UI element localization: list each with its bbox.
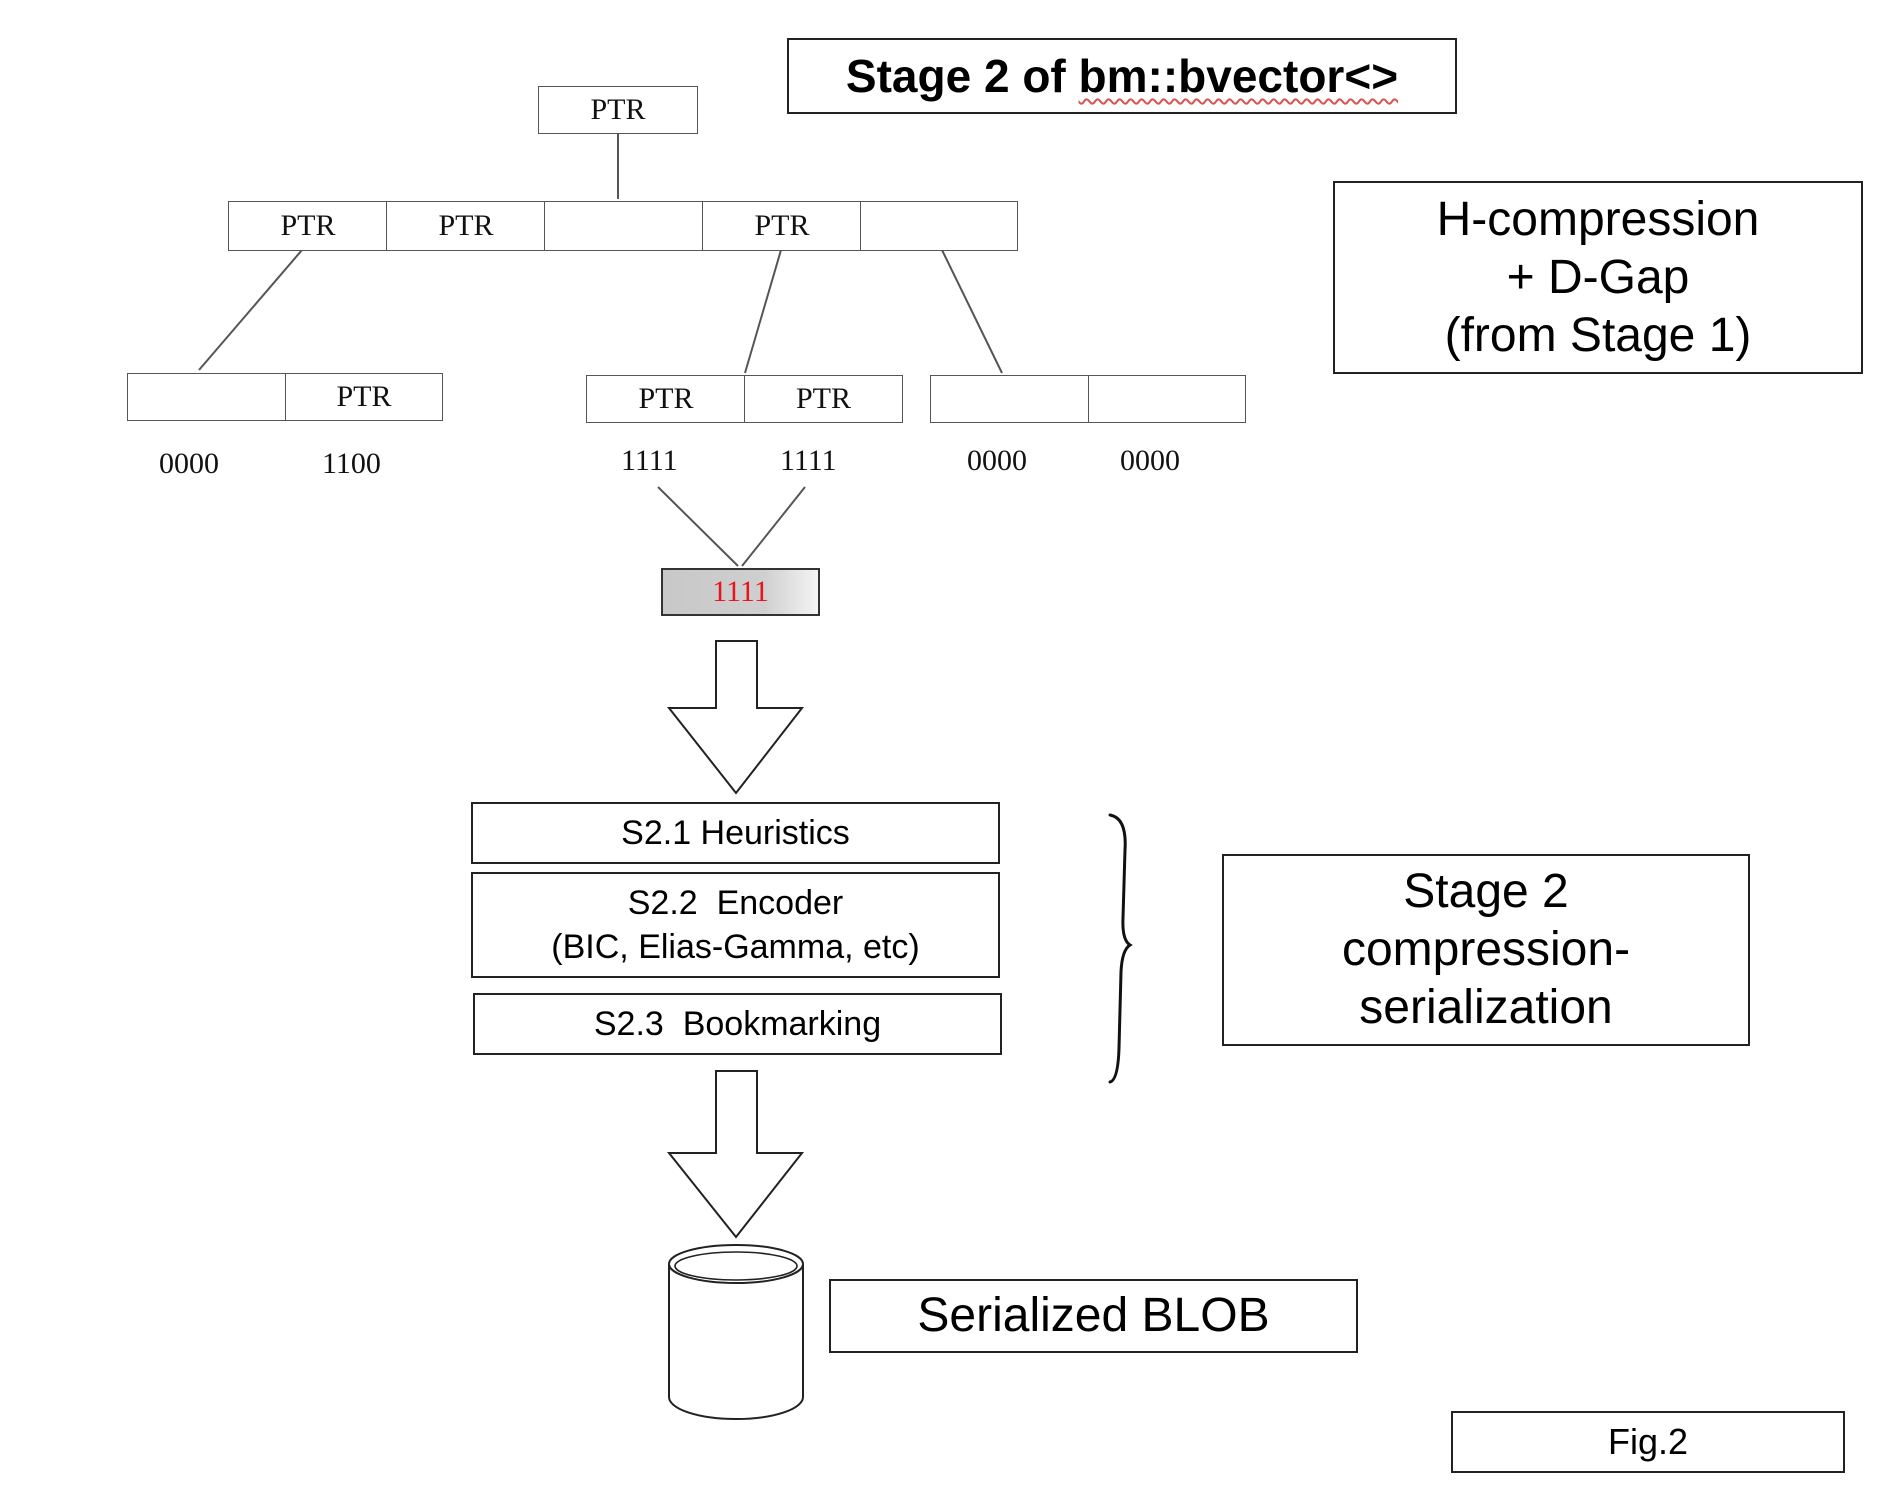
leaf-bit-value: 1111 bbox=[780, 444, 837, 477]
diagram-title-prefix: Stage 2 of bbox=[845, 50, 1079, 102]
down-arrow-2 bbox=[666, 1070, 805, 1239]
diagram-title-box: Stage 2 of bm::bvector<> bbox=[787, 38, 1457, 114]
edge-l1-leafgroup-2 bbox=[744, 249, 782, 374]
step-heuristics-box: S2.1 Heuristics bbox=[471, 802, 1000, 864]
tree-level1-cell: PTR bbox=[386, 201, 546, 251]
tree-leaf-cell: PTR bbox=[744, 375, 903, 423]
database-cylinder-icon bbox=[668, 1244, 804, 1420]
stage1-note-line: + D-Gap bbox=[1506, 250, 1690, 304]
merged-block: 1111 bbox=[661, 568, 820, 616]
tree-leaf-cell bbox=[930, 375, 1090, 423]
serialized-blob-box: Serialized BLOB bbox=[829, 1279, 1358, 1353]
edge-l1-leafgroup-3 bbox=[941, 249, 1003, 374]
step-encoder-detail: (BIC, Elias-Gamma, etc) bbox=[551, 928, 920, 966]
tree-leaf-cell bbox=[127, 373, 287, 421]
leaf-bit-value: 0000 bbox=[1120, 444, 1180, 477]
figure-label: Fig.2 bbox=[1607, 1421, 1689, 1462]
tree-root-cell: PTR bbox=[538, 86, 698, 134]
stage2-note-line: serialization bbox=[1359, 981, 1613, 1034]
curly-brace bbox=[1108, 813, 1133, 1084]
leaf-bit-value: 1100 bbox=[322, 447, 381, 480]
diagram-title-type: bm::bvector<> bbox=[1078, 50, 1399, 102]
stage1-note-box: H-compression + D-Gap (from Stage 1) bbox=[1333, 181, 1863, 374]
stage2-note-line: Stage 2 bbox=[1403, 865, 1569, 918]
tree-level1-cell bbox=[860, 201, 1018, 251]
merge-line-left bbox=[657, 486, 739, 567]
step-bookmarking-label: S2.3 Bookmarking bbox=[593, 1005, 882, 1043]
stage2-note-box: Stage 2 compression- serialization bbox=[1222, 854, 1750, 1046]
step-encoder-box: S2.2 Encoder (BIC, Elias-Gamma, etc) bbox=[471, 872, 1000, 978]
stage1-note-line: H-compression bbox=[1436, 192, 1760, 246]
step-bookmarking-box: S2.3 Bookmarking bbox=[473, 993, 1002, 1055]
down-arrow-1 bbox=[666, 640, 805, 795]
stage1-note-line: (from Stage 1) bbox=[1444, 308, 1752, 362]
step-heuristics-label: S2.1 Heuristics bbox=[621, 814, 850, 852]
figure-label-box: Fig.2 bbox=[1451, 1411, 1845, 1473]
tree-leaf-cell: PTR bbox=[285, 373, 443, 421]
tree-leaf-cell bbox=[1088, 375, 1246, 423]
tree-level1-cell: PTR bbox=[702, 201, 862, 251]
leaf-bit-value: 1111 bbox=[621, 444, 678, 477]
step-encoder-label: S2.2 Encoder bbox=[627, 884, 844, 922]
tree-leaf-cell: PTR bbox=[586, 375, 746, 423]
leaf-bit-value: 0000 bbox=[159, 447, 219, 480]
tree-level1-cell: PTR bbox=[228, 201, 388, 251]
merged-block-label: 1111 bbox=[712, 575, 769, 608]
tree-level1-cell bbox=[544, 201, 704, 251]
edge-l1-leafgroup-1 bbox=[198, 249, 303, 371]
merge-line-right bbox=[741, 486, 806, 567]
leaf-bit-value: 0000 bbox=[967, 444, 1027, 477]
stage2-note-line: compression- bbox=[1341, 923, 1631, 976]
serialized-blob-label: Serialized BLOB bbox=[917, 1289, 1270, 1342]
